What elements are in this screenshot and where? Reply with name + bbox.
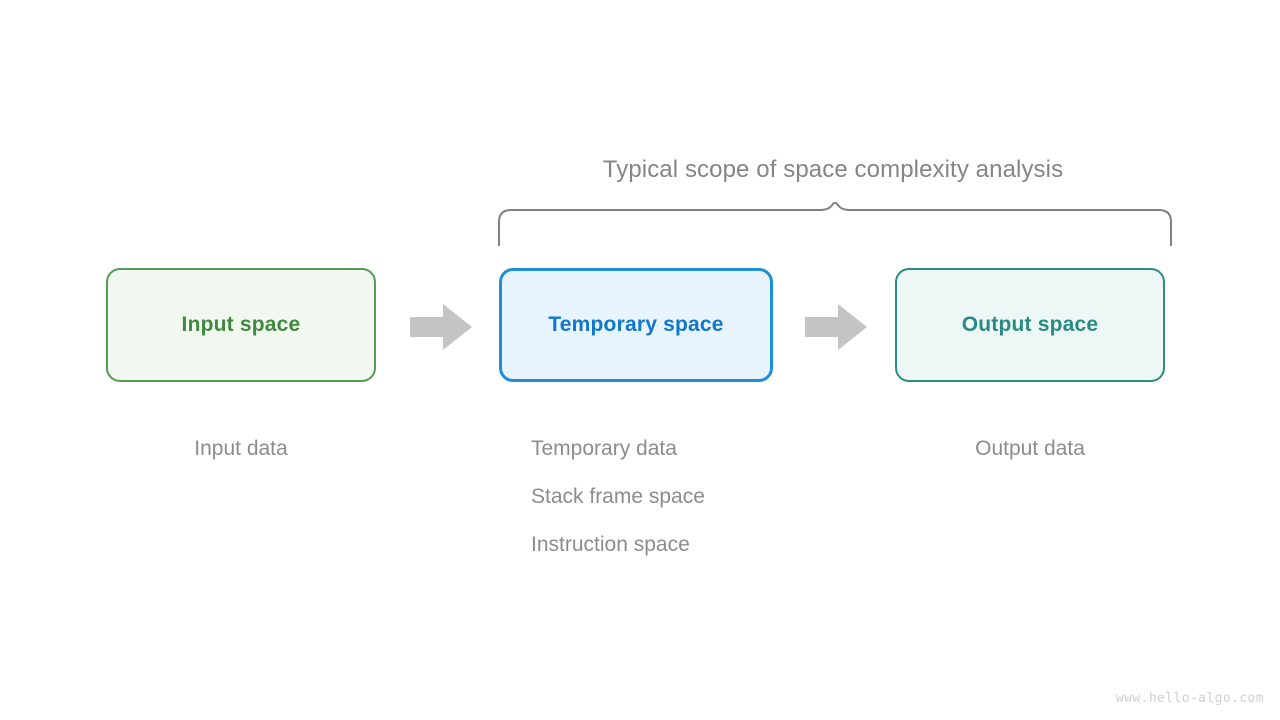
caption-item: Temporary data	[531, 437, 677, 460]
caption-item: Stack frame space	[531, 485, 705, 508]
output-space-label: Output space	[961, 313, 1099, 336]
input-space-box[interactable]: Input space	[106, 268, 376, 382]
caption-item: Output data	[975, 437, 1085, 460]
temporary-space-captions: Temporary data Stack frame space Instruc…	[531, 425, 705, 569]
temporary-space-box[interactable]: Temporary space	[499, 268, 773, 382]
temporary-space-label: Temporary space	[548, 313, 724, 336]
caption-item: Instruction space	[531, 533, 690, 556]
caption-item: Input data	[194, 437, 288, 460]
right-arrow-icon-input-to-temporary	[410, 304, 472, 350]
watermark: www.hello-algo.com	[1115, 691, 1264, 706]
input-space-label: Input space	[181, 313, 301, 336]
output-space-box[interactable]: Output space	[895, 268, 1165, 382]
scope-brace-icon	[498, 202, 1172, 246]
scope-title-text: Typical scope of space complexity analys…	[602, 156, 1064, 183]
scope-title: Typical scope of space complexity analys…	[0, 156, 1280, 184]
output-space-captions: Output data	[895, 425, 1165, 473]
input-space-captions: Input data	[106, 425, 376, 473]
right-arrow-icon-temporary-to-output	[805, 304, 867, 350]
